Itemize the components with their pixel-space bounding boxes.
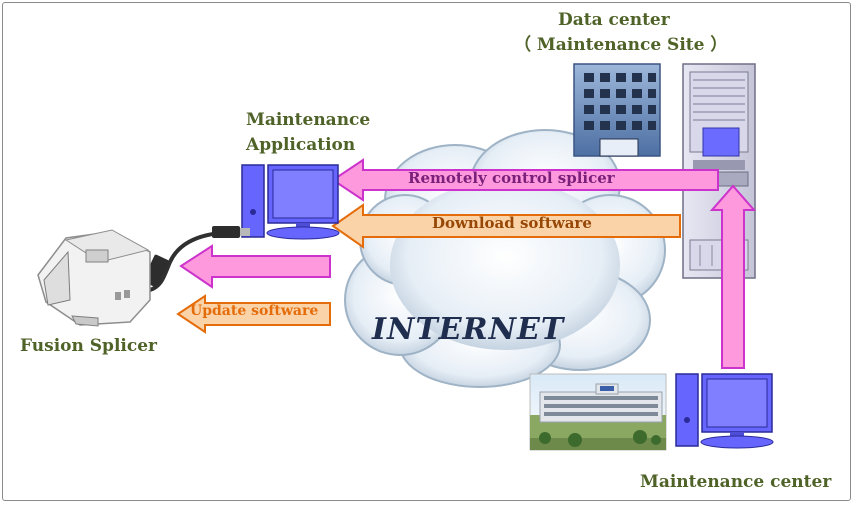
- remote-control-arrow-label: Remotely control splicer: [408, 169, 615, 187]
- maintenance-center-uplink-arrow: [709, 184, 757, 369]
- data-center-label: Data center: [558, 10, 670, 30]
- maintenance-center-pc-icon: [675, 373, 774, 449]
- download-arrow: [331, 203, 681, 249]
- maintenance-pc-icon: [241, 164, 340, 240]
- update-arrow-label: Update software: [190, 303, 319, 319]
- download-arrow-label: Download software: [432, 214, 592, 232]
- splicer-control-arrow: [179, 244, 331, 289]
- fusion-splicer-icon: [37, 229, 151, 327]
- maintenance-center-photo: [529, 373, 667, 451]
- maintenance-center-label: Maintenance center: [640, 472, 832, 492]
- maintenance-app-label-line1: Maintenance: [246, 110, 371, 130]
- remote-control-arrow: [331, 158, 719, 202]
- office-building-icon: [573, 63, 661, 157]
- fusion-splicer-label: Fusion Splicer: [20, 336, 157, 356]
- update-arrow: [176, 294, 331, 334]
- maintenance-site-label: （ Maintenance Site ）: [514, 35, 728, 55]
- internet-label: INTERNET: [372, 312, 565, 347]
- maintenance-app-label-line2: Application: [246, 135, 356, 155]
